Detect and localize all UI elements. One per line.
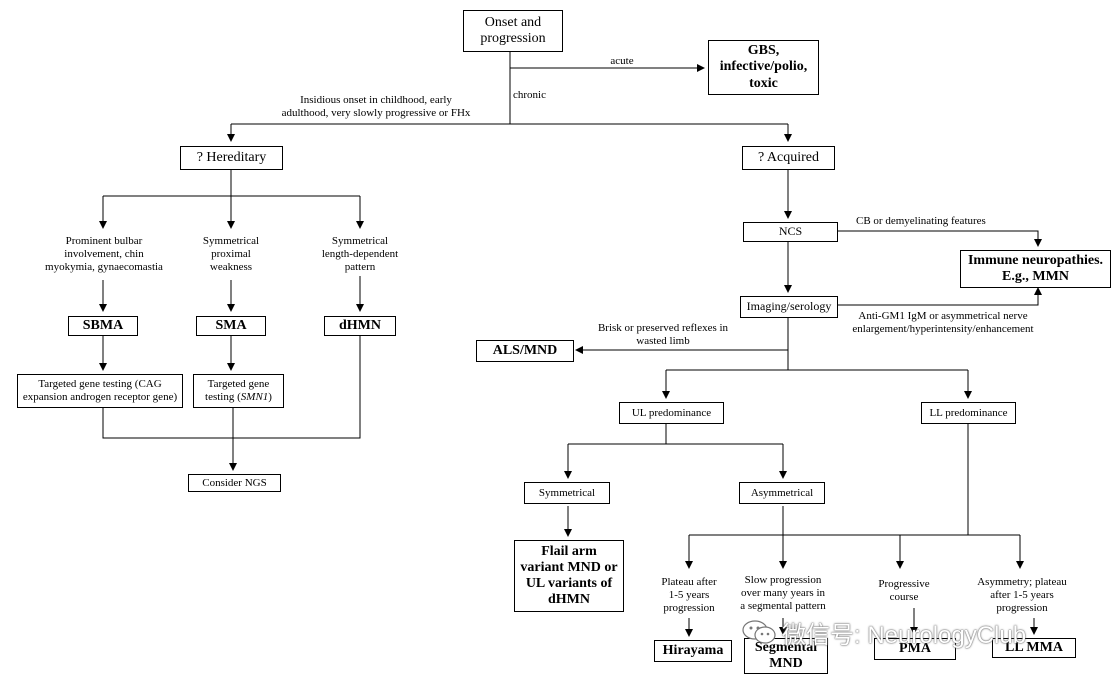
node-flail-arm: Flail arm variant MND or UL variants of … bbox=[514, 540, 624, 612]
node-onset: Onset and progression bbox=[463, 10, 563, 52]
node-ngs: Consider NGS bbox=[188, 474, 281, 492]
label-cb-demyelinating: CB or demyelinating features bbox=[856, 215, 986, 227]
label-insidious: Insidious onset in childhood, early adul… bbox=[281, 94, 471, 120]
node-ncs: NCS bbox=[743, 222, 838, 242]
node-als: ALS/MND bbox=[476, 340, 574, 362]
edge-cb bbox=[838, 230, 1042, 247]
wechat-icon bbox=[742, 620, 776, 644]
node-symmetrical: Symmetrical bbox=[524, 482, 610, 504]
node-hereditary: ? Hereditary bbox=[180, 146, 283, 170]
label-anti-gm1: Anti-GM1 IgM or asymmetrical nerve enlar… bbox=[852, 310, 1034, 336]
label-bulbar: Prominent bulbar involvement, chin myoky… bbox=[45, 235, 163, 274]
label-chronic: chronic bbox=[513, 89, 546, 101]
node-asymmetrical: Asymmetrical bbox=[739, 482, 825, 504]
label-slow-progression: Slow progression over many years in a se… bbox=[740, 574, 826, 613]
node-ll-predominance: LL predominance bbox=[921, 402, 1016, 424]
node-cag-test: Targeted gene testing (CAG expansion and… bbox=[17, 374, 183, 408]
edge-antigm1 bbox=[838, 287, 1042, 306]
label-acute: acute bbox=[610, 55, 634, 67]
smn1-test-line2: testing (SMN1) bbox=[205, 391, 272, 404]
edge-cag-down bbox=[102, 336, 361, 439]
label-plateau: Plateau after 1-5 years progression bbox=[661, 576, 717, 615]
label-sym-proximal: Symmetrical proximal weakness bbox=[202, 235, 260, 274]
watermark-text: 微信号: NeurologyClub bbox=[782, 621, 1027, 649]
node-gbs: GBS, infective/polio, toxic bbox=[708, 40, 819, 95]
node-ul-predominance: UL predominance bbox=[619, 402, 724, 424]
smn1-test-line1: Targeted gene bbox=[207, 378, 270, 391]
node-imaging: Imaging/serology bbox=[740, 296, 838, 318]
label-sym-length: Symmetrical length-dependent pattern bbox=[321, 235, 399, 274]
node-pma: PMA bbox=[874, 638, 956, 660]
node-ll-mma: LL MMA bbox=[992, 638, 1076, 658]
label-asym-plateau: Asymmetry; plateau after 1-5 years progr… bbox=[977, 576, 1067, 615]
node-smn1-test: Targeted gene testing (SMN1) bbox=[193, 374, 284, 408]
node-sbma: SBMA bbox=[68, 316, 138, 336]
smn1-test-suffix: ) bbox=[268, 391, 272, 403]
node-acquired: ? Acquired bbox=[742, 146, 835, 170]
node-dhmn: dHMN bbox=[324, 316, 396, 336]
smn1-test-prefix: testing ( bbox=[205, 391, 241, 403]
smn1-gene-name: SMN1 bbox=[240, 391, 269, 403]
node-immune: Immune neuropathies. E.g., MMN bbox=[960, 250, 1111, 288]
node-segmental-mnd: Segmental MND bbox=[744, 638, 828, 674]
label-progressive-course: Progressive course bbox=[878, 578, 930, 604]
watermark: 微信号: NeurologyClub bbox=[742, 612, 1118, 652]
label-brisk-reflexes: Brisk or preserved reflexes in wasted li… bbox=[597, 322, 729, 348]
node-hirayama: Hirayama bbox=[654, 640, 732, 662]
node-sma: SMA bbox=[196, 316, 266, 336]
